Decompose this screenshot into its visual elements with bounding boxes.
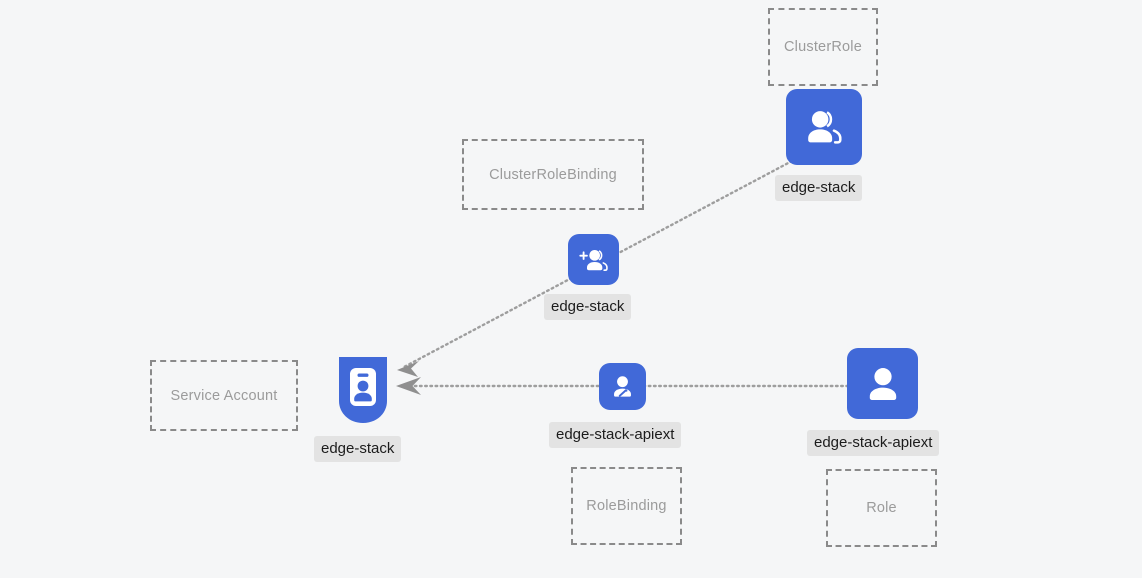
kind-box-clusterrolebinding: ClusterRoleBinding	[462, 139, 644, 210]
arrowhead-role-edge	[396, 377, 421, 395]
single-user-icon	[861, 362, 905, 406]
clusterrole-node-tile[interactable]	[786, 89, 862, 165]
serviceaccount-node-tile[interactable]	[331, 357, 395, 425]
kind-box-label: Role	[866, 500, 897, 516]
kind-box-rolebinding: RoleBinding	[571, 467, 682, 545]
kind-box-label: RoleBinding	[586, 498, 667, 514]
user-edit-icon	[608, 372, 637, 401]
kind-box-label: Service Account	[170, 387, 278, 404]
kind-box-role: Role	[826, 469, 937, 547]
service-account-badge-icon	[331, 357, 395, 425]
kind-box-label: ClusterRoleBinding	[489, 166, 617, 183]
group-users-icon	[801, 104, 847, 150]
node-name-chip: edge-stack	[544, 294, 632, 320]
add-user-icon	[578, 244, 610, 276]
node-name-chip: edge-stack-apiext	[549, 422, 682, 448]
kind-box-service-account: Service Account	[150, 360, 298, 431]
rolebinding-node-tile[interactable]	[599, 363, 646, 410]
role-node-tile[interactable]	[847, 348, 918, 419]
node-name-chip: edge-stack	[775, 175, 863, 201]
node-name-chip: edge-stack	[314, 436, 402, 462]
clusterrolebinding-node-tile[interactable]	[568, 234, 619, 285]
arrowhead-clusterrole-edge	[397, 361, 419, 377]
kind-box-clusterrole: ClusterRole	[768, 8, 878, 86]
node-name-chip: edge-stack-apiext	[807, 430, 940, 456]
kind-box-label: ClusterRole	[784, 39, 862, 55]
